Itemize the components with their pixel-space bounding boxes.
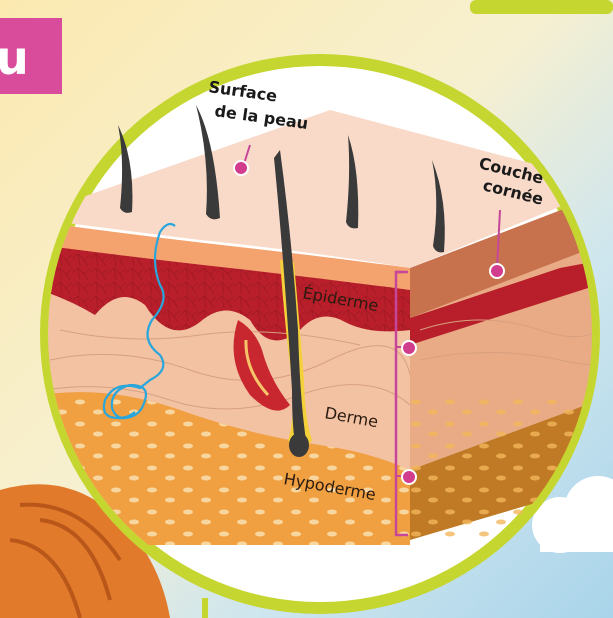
marker-epidermis bbox=[402, 341, 416, 355]
ring-stem bbox=[202, 598, 208, 618]
marker-corneum bbox=[490, 264, 504, 278]
top-right-tab bbox=[470, 0, 613, 14]
marker-surface bbox=[234, 161, 248, 175]
marker-hypodermis bbox=[402, 470, 416, 484]
title-badge-letter: u bbox=[0, 31, 29, 85]
